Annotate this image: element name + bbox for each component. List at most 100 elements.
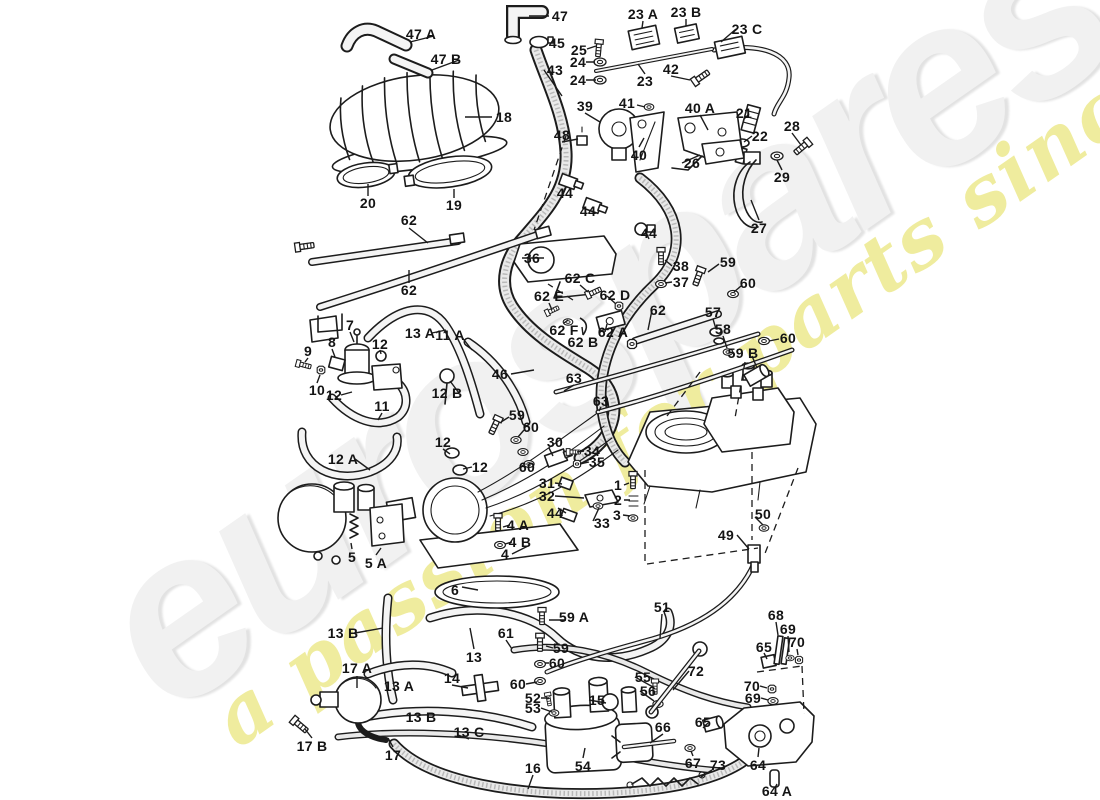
part-label-1: 1: [613, 477, 623, 493]
part-label-59: 59: [719, 254, 737, 270]
part-label-13A: 13 A: [404, 325, 436, 341]
part-label-60: 60: [779, 330, 797, 346]
part-label-54: 54: [574, 758, 592, 774]
part-label-17B: 17 B: [296, 738, 328, 754]
part-label-37: 37: [672, 274, 690, 290]
part-label-5A: 5 A: [364, 555, 388, 571]
part-label-60: 60: [518, 459, 536, 475]
part-label-51: 51: [653, 599, 671, 615]
part-label-62B: 62 B: [567, 334, 599, 350]
part-label-17A: 17 A: [341, 660, 373, 676]
part-label-14: 14: [443, 670, 461, 686]
part-label-41: 41: [618, 95, 636, 111]
main-hoses: [302, 48, 789, 794]
part-label-24: 24: [569, 72, 587, 88]
regulator-64-group: [611, 635, 815, 789]
vacuum-rail-62: [293, 225, 552, 343]
part-label-30: 30: [546, 434, 564, 450]
part-label-59A: 59 A: [558, 609, 590, 625]
part-label-46: 46: [491, 366, 509, 382]
part-label-8: 8: [327, 334, 337, 350]
fuel-pump-54: [544, 676, 654, 774]
valve-block-36: [513, 235, 626, 336]
part-label-33: 33: [593, 515, 611, 531]
part-label-16: 16: [524, 760, 542, 776]
part-label-59: 59: [552, 640, 570, 656]
part-label-56: 56: [639, 683, 657, 699]
part-label-12: 12: [434, 434, 452, 450]
part-label-23B: 23 B: [670, 4, 702, 20]
part-label-62C: 62 C: [564, 270, 596, 286]
part-label-59: 59: [508, 407, 526, 423]
part-label-12B: 12 B: [431, 385, 463, 401]
part-label-12: 12: [325, 387, 343, 403]
part-label-6: 6: [450, 582, 460, 598]
part-label-61: 61: [497, 625, 515, 641]
part-label-59B: 59 B: [727, 345, 759, 361]
part-label-34: 34: [583, 443, 601, 459]
part-label-11A: 11 A: [435, 327, 465, 343]
part-label-44: 44: [556, 185, 574, 201]
part-label-60: 60: [739, 275, 757, 291]
part-label-62A: 62 A: [597, 324, 629, 340]
part-label-18: 18: [495, 109, 513, 125]
part-label-5: 5: [347, 549, 357, 565]
part-label-43: 43: [546, 62, 564, 78]
mixture-control-unit: [385, 413, 619, 609]
part-label-13A: 13 A: [383, 678, 415, 694]
part-label-57: 57: [704, 304, 722, 320]
part-label-13B: 13 B: [405, 709, 437, 725]
part-label-58: 58: [714, 321, 732, 337]
part-label-25: 25: [570, 42, 588, 58]
part-label-9: 9: [303, 343, 313, 359]
part-label-13C: 13 C: [453, 724, 485, 740]
part-label-13B: 13 B: [327, 625, 359, 641]
part-label-53: 53: [524, 700, 542, 716]
breather-elbows: [340, 5, 554, 79]
part-label-32: 32: [538, 488, 556, 504]
spring-5: [349, 513, 359, 539]
hose-clamp-19: [403, 155, 493, 189]
part-label-42: 42: [662, 61, 680, 77]
part-label-29: 29: [773, 169, 791, 185]
part-label-60: 60: [548, 655, 566, 671]
part-label-69: 69: [744, 690, 762, 706]
part-label-17: 17: [384, 747, 402, 763]
steel-pipes-63: [553, 246, 795, 415]
part-label-44: 44: [640, 225, 658, 241]
part-label-28: 28: [783, 118, 801, 134]
part-label-15: 15: [588, 692, 606, 708]
part-label-48: 48: [553, 127, 571, 143]
part-label-36: 36: [523, 250, 541, 266]
part-label-60: 60: [522, 419, 540, 435]
part-label-70: 70: [788, 634, 806, 650]
part-label-40A: 40 A: [684, 100, 716, 116]
part-label-11: 11: [374, 398, 390, 414]
part-label-52: 52: [524, 690, 542, 706]
part-label-62: 62: [400, 282, 418, 298]
damper-7-assembly: [294, 313, 455, 405]
part-label-7: 7: [345, 317, 355, 333]
part-label-47A: 47 A: [405, 26, 437, 42]
mid-fasteners: [444, 413, 619, 523]
part-label-47: 47: [551, 8, 569, 24]
left-canister-assembly: [277, 481, 405, 565]
construction-lines: [533, 135, 805, 715]
brackets-40: [629, 111, 763, 229]
part-label-4A: 4 A: [506, 517, 530, 533]
part-label-65: 65: [755, 639, 773, 655]
part-label-63: 63: [565, 370, 583, 386]
leader-lines: [304, 15, 802, 790]
part-label-2: 2: [613, 492, 623, 508]
part-label-24: 24: [569, 54, 587, 70]
part-label-12A: 12 A: [327, 451, 359, 467]
part-label-35: 35: [588, 454, 606, 470]
part-label-12: 12: [371, 336, 389, 352]
part-label-64: 64: [749, 757, 767, 773]
part-label-44: 44: [579, 203, 597, 219]
hose-clamp-20: [336, 161, 399, 189]
part-label-13: 13: [465, 649, 483, 665]
spring-73: [631, 777, 699, 787]
